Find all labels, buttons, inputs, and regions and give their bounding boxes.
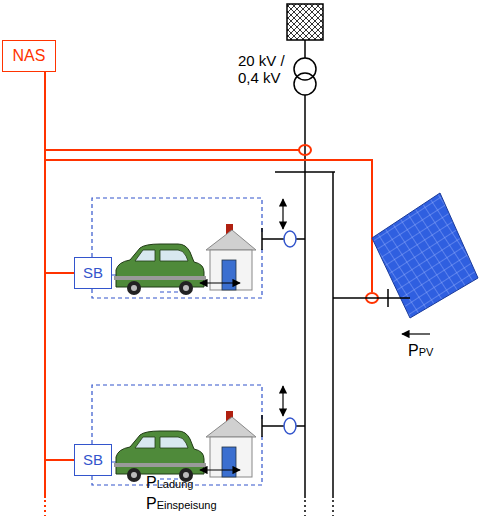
controller-box: NAS: [2, 40, 56, 72]
box-label: NAS: [13, 47, 46, 65]
measurement-wiring: [45, 72, 378, 516]
power-label: PEinspeisung: [146, 495, 217, 513]
electric-car: [114, 431, 206, 482]
signal-wire: [45, 72, 74, 460]
power-label: PLadung: [146, 474, 193, 492]
house: [206, 224, 256, 290]
household: [92, 198, 305, 298]
control-box: SB: [74, 257, 112, 289]
power-label: PPV: [408, 342, 433, 360]
busbar: [275, 172, 335, 516]
transformer-rating: 20 kV / 0,4 kV: [238, 52, 290, 87]
pv-system: [333, 193, 478, 334]
box-label: SB: [83, 452, 103, 469]
transformer-symbol: [287, 4, 323, 172]
house: [206, 411, 256, 477]
box-label: SB: [83, 265, 103, 282]
electric-car: [114, 244, 206, 295]
household: [92, 385, 305, 485]
control-box: SB: [74, 444, 112, 476]
signal-wire: [45, 72, 74, 273]
